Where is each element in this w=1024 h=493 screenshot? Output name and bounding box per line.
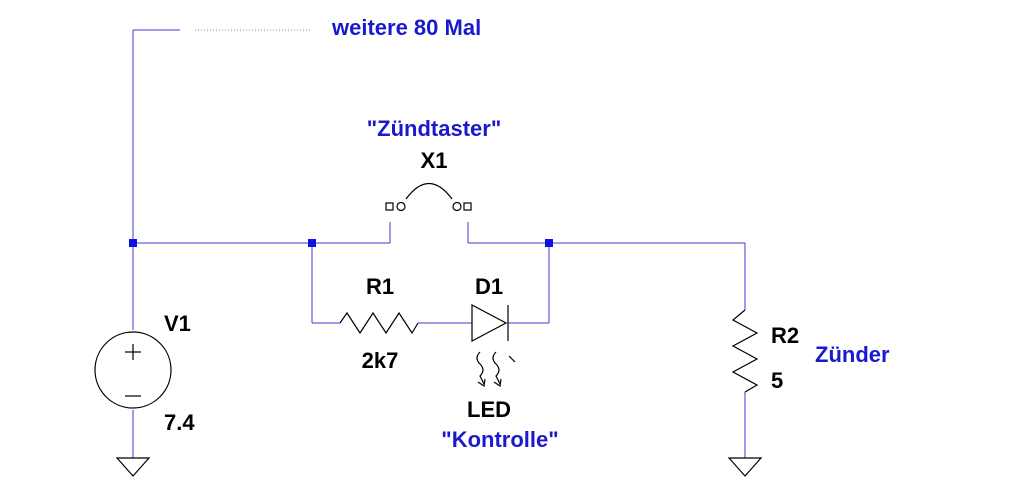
switch-actuator-arc (405, 183, 453, 200)
junction-dot (308, 239, 316, 247)
resistor-r1-symbol (339, 311, 419, 335)
switch-ref-label: X1 (421, 148, 448, 173)
ground-icon (727, 457, 763, 477)
led-arrowhead-2 (493, 378, 502, 388)
r1-value-label: 2k7 (362, 348, 399, 373)
led-emission-arrow-1 (476, 351, 485, 385)
junction-dot (129, 239, 137, 247)
v1-value-label: 7.4 (164, 410, 195, 435)
led-arrowhead-1 (477, 378, 486, 388)
r2-ref-label: R2 (771, 323, 799, 348)
switch-x1-symbol (385, 183, 472, 212)
r2-value-label: 5 (771, 368, 783, 393)
source-circle (94, 331, 172, 409)
d1-ref-label: D1 (475, 274, 503, 299)
d1-comment-label: "Kontrolle" (441, 427, 558, 452)
r2-comment-label: Zünder (815, 342, 890, 367)
junctions (129, 239, 553, 247)
repeat-note-label: weitere 80 Mal (331, 15, 481, 40)
switch-comment-label: "Zündtaster" (367, 116, 502, 141)
resistor-r2-symbol (731, 309, 759, 393)
switch-contact-left (396, 201, 406, 212)
led-d1-symbol (471, 304, 516, 388)
switch-pin-right (463, 202, 472, 211)
led-emission-tick (508, 355, 516, 363)
junction-dot (545, 239, 553, 247)
r1-ref-label: R1 (366, 274, 394, 299)
switch-pin-left (385, 202, 394, 211)
led-emission-arrow-2 (492, 351, 501, 385)
d1-type-label: LED (467, 397, 511, 422)
voltage-source-v1-symbol (94, 331, 172, 409)
diode-triangle (471, 304, 508, 342)
v1-ref-label: V1 (164, 311, 191, 336)
wires (132, 29, 746, 458)
ground-icon (115, 457, 151, 477)
switch-contact-right (452, 201, 462, 212)
